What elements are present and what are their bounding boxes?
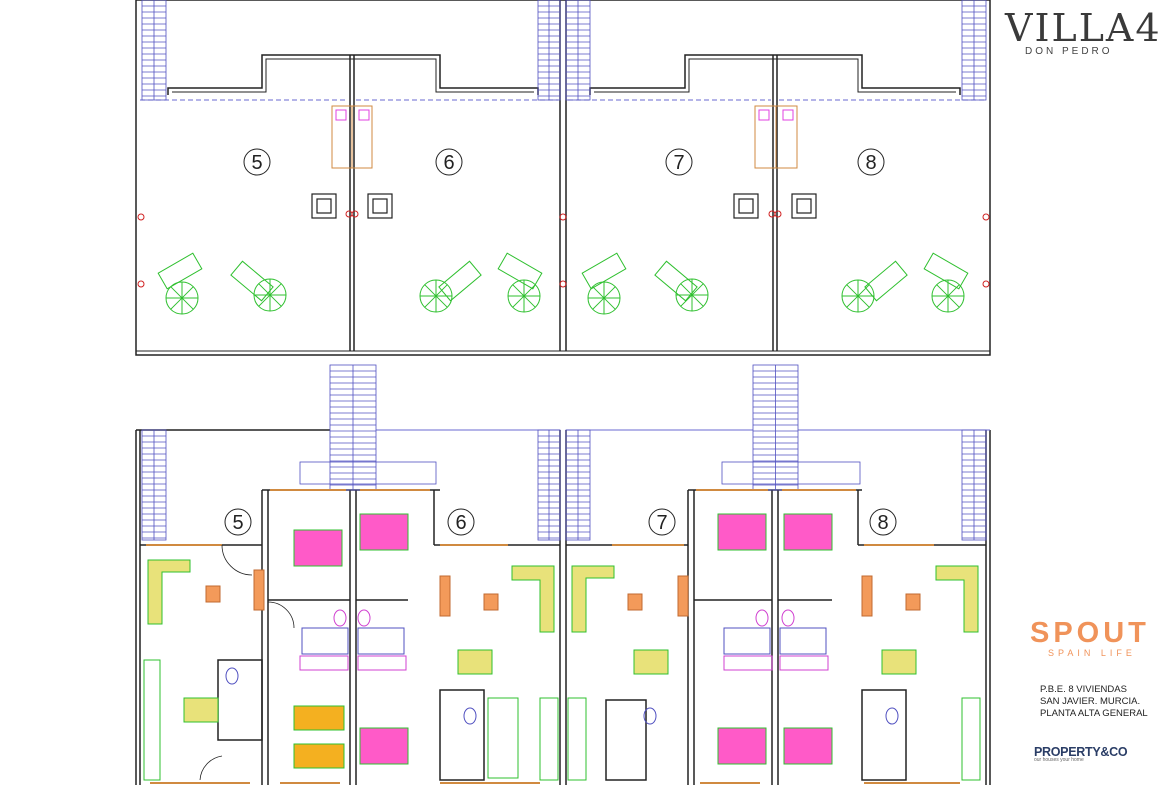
sunbed-icon [581,252,627,290]
property-logo: PROPERTY&CO our houses your home [1034,745,1164,763]
umbrella-rib [680,283,704,307]
villa-logo: VILLA4 DON PEDRO [1005,6,1162,57]
project-line-3: PLANTA ALTA GENERAL [1040,708,1148,719]
solar-panels [331,105,798,169]
umbrella-rib [846,284,870,308]
floor-unit-6: 6 [455,512,466,534]
sunbed-icon [438,260,482,302]
spout-tagline: SPAIN LIFE [1048,648,1136,658]
sunbed-icon [157,252,203,290]
umbrella-rib [170,286,194,310]
sunbed-icon [864,260,908,302]
floor-unit-5: 5 [232,512,243,534]
project-line-1: P.B.E. 8 VIVIENDAS [1040,684,1127,695]
umbrella-rib [424,284,448,308]
umbrella-rib [592,286,616,310]
floor-unit-7: 7 [656,512,667,534]
living-furniture [147,559,979,723]
sunbed-icon [923,252,969,290]
umbrella-rib [512,284,536,308]
door-swings [199,544,295,781]
floor-stairs [141,364,987,541]
roof-unit-6: 6 [443,152,454,174]
beds [293,513,833,769]
property-name: PROPERTY&CO [1034,745,1128,759]
terrace-furniture [157,252,969,315]
umbrella-rib [258,283,282,307]
project-info: P.B.E. 8 VIVIENDAS SAN JAVIER. MURCIA. P… [1040,684,1160,720]
floor-unit-8: 8 [877,512,888,534]
windows [146,489,960,784]
sunbed-icon [497,252,543,290]
villa-title: VILLA4 [1005,6,1162,50]
roof-fixtures [311,193,817,219]
roof-unit-8: 8 [865,152,876,174]
roof-unit-labels: 5 6 7 8 [243,148,885,176]
downpipes [137,210,990,288]
roof-plan [135,0,991,356]
roof-stairs [141,0,987,101]
umbrella-rib [936,284,960,308]
property-tagline: our houses your home [1034,757,1084,763]
project-line-2: SAN JAVIER. MURCIA. [1040,696,1141,707]
roof-unit-7: 7 [673,152,684,174]
spout-logo: SPOUT SPAIN LIFE [1030,618,1160,658]
roof-unit-5: 5 [251,152,262,174]
fixtures [143,609,981,781]
sunbed-icon [230,260,274,302]
villa-subtitle: DON PEDRO [1025,46,1113,57]
spout-name: SPOUT [1030,617,1150,649]
floor-unit-labels: 5 6 7 8 [224,508,897,536]
